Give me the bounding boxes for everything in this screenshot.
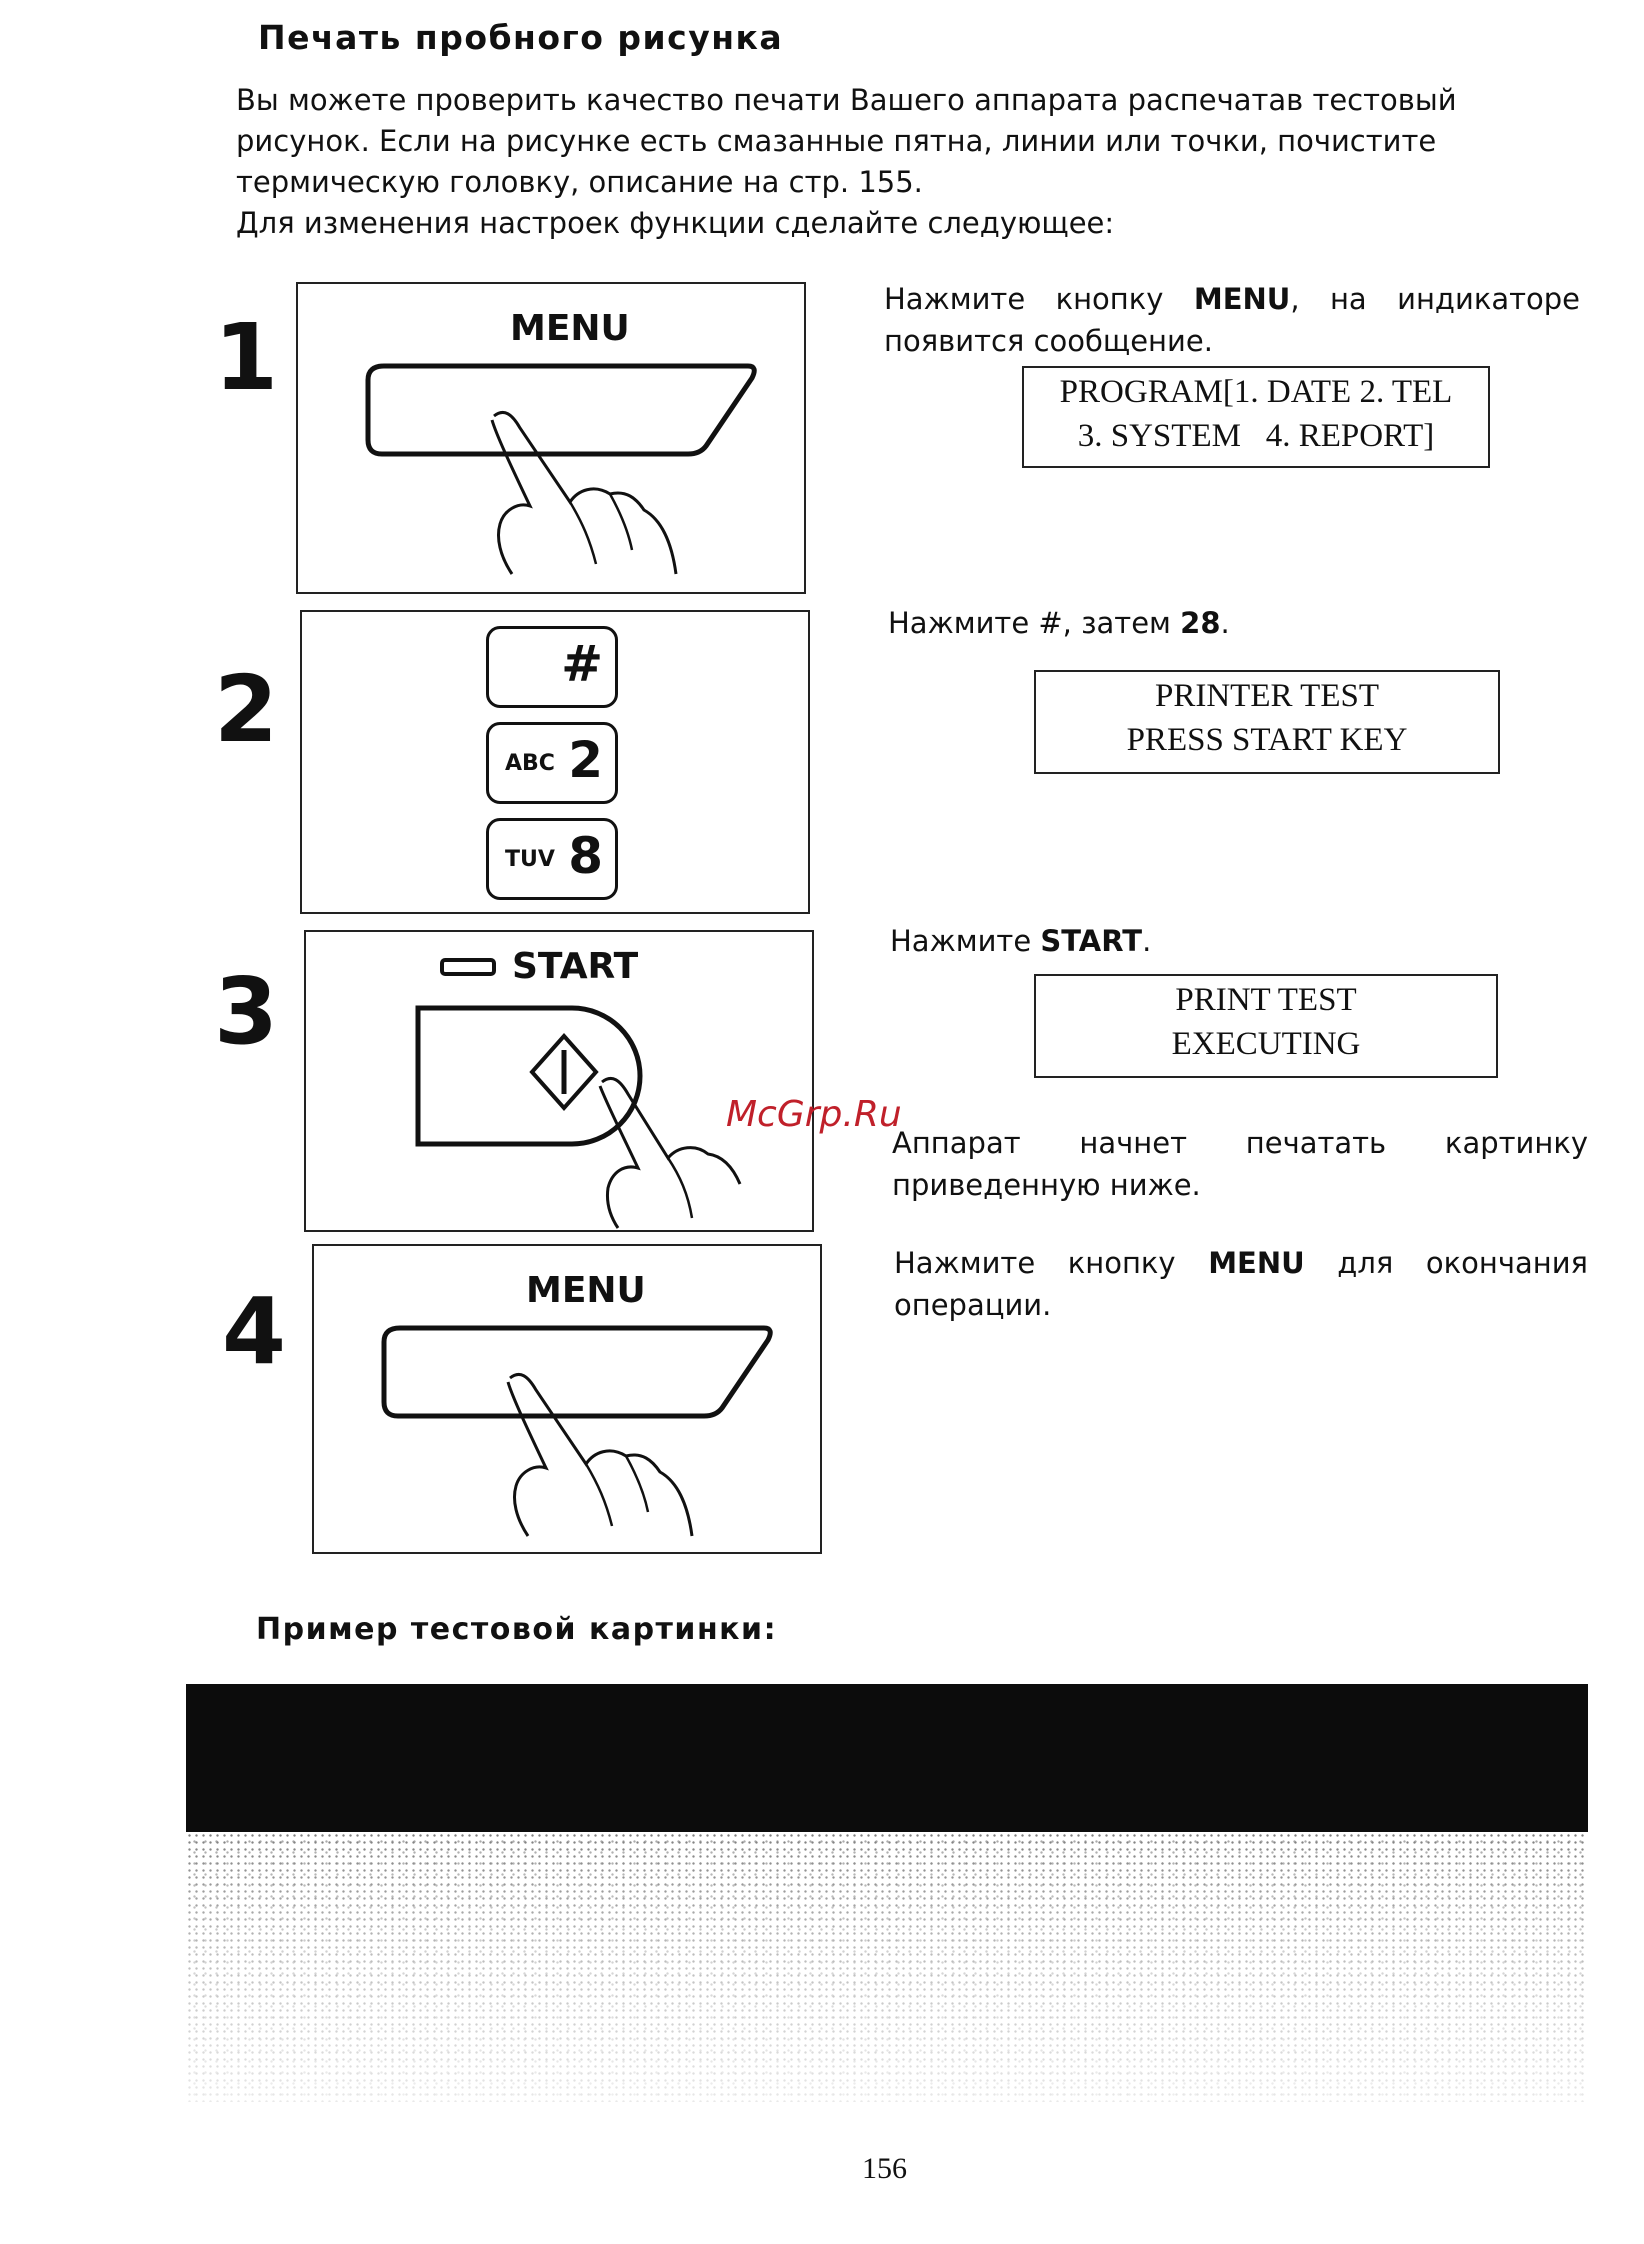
step-number-2: 2 (214, 656, 279, 763)
page-title: Печать пробного рисунка (258, 18, 784, 57)
key-digit: # (561, 635, 603, 693)
step-4-line-1: Нажмите кнопку MENU для окончания (894, 1242, 1588, 1284)
intro-line: Вы можете проверить качество печати Ваше… (236, 83, 1457, 117)
lcd-display-step-3: PRINT TEST EXECUTING (1034, 974, 1498, 1078)
lcd-line: PROGRAM[1. DATE 2. TEL (1059, 374, 1453, 410)
key-digit: 2 (568, 731, 603, 789)
lcd-line: PRINT TEST (1175, 982, 1357, 1018)
note-line-1: Аппарат начнет печатать картинку (892, 1126, 1588, 1160)
lcd-display-step-2: PRINTER TEST PRESS START KEY (1034, 670, 1500, 774)
key-8: TUV 8 (486, 818, 618, 900)
intro-line: рисунок. Если на рисунке есть смазанные … (236, 124, 1437, 158)
step-1-illustration: MENU (296, 282, 806, 594)
test-print-dither-fade (186, 1832, 1588, 2102)
watermark: McGrp.Ru (726, 1094, 902, 1135)
instruction-text: Нажмите кнопку (894, 1246, 1209, 1280)
step-4-illustration: MENU (312, 1244, 822, 1554)
example-title: Пример тестовой картинки: (256, 1612, 778, 1647)
instruction-text: , на индикаторе (1290, 282, 1580, 316)
hash-key: # (486, 626, 618, 708)
instruction-text: для окончания (1304, 1246, 1588, 1280)
step-number-1: 1 (214, 304, 279, 411)
step-1-instruction: Нажмите кнопку MENU, на индикаторе появи… (884, 278, 1580, 362)
menu-button-press-icon (381, 1325, 773, 1537)
key-letters: TUV (505, 847, 555, 872)
lcd-line: PRINTER TEST (1155, 678, 1379, 714)
lcd-line: PRESS START KEY (1126, 722, 1408, 758)
menu-button-label: MENU (526, 1270, 646, 1311)
lcd-display-step-1: PROGRAM[1. DATE 2. TEL 3. SYSTEM 4. REPO… (1022, 366, 1490, 468)
intro-text: Вы можете проверить качество печати Ваше… (236, 80, 1476, 244)
step-2-instruction: Нажмите #, затем 28. (888, 602, 1584, 644)
instruction-key: 28 (1180, 606, 1221, 640)
step-number-3: 3 (214, 958, 279, 1065)
start-button-label: START (512, 946, 639, 987)
menu-button-label: MENU (510, 308, 630, 349)
instruction-text: Нажмите #, затем (888, 606, 1181, 640)
step-3-instruction: Нажмите START. (890, 920, 1586, 962)
test-print-black-band (186, 1684, 1588, 1832)
intro-line: термическую головку, описание на стр. 15… (236, 165, 923, 199)
instruction-text: . (1142, 924, 1152, 958)
step-3-illustration: START (304, 930, 814, 1232)
start-button-press-icon (415, 958, 742, 1229)
lcd-line: 3. SYSTEM 4. REPORT] (1077, 418, 1435, 454)
lcd-line: EXECUTING (1171, 1026, 1361, 1062)
step-number-4: 4 (222, 1278, 287, 1385)
instruction-text: Нажмите (890, 924, 1041, 958)
key-2: ABC 2 (486, 722, 618, 804)
menu-button-press-icon (365, 363, 757, 575)
step-4-instruction: Нажмите кнопку MENU для окончания операц… (894, 1242, 1588, 1326)
key-digit: 8 (568, 827, 603, 885)
page-number: 156 (862, 2152, 907, 2185)
step-1-line-2: появится сообщение. (884, 324, 1213, 358)
step-4-line-2: операции. (894, 1288, 1052, 1322)
instruction-text: . (1220, 606, 1230, 640)
intro-line: Для изменения настроек функции сделайте … (236, 206, 1115, 240)
instruction-key: MENU (1193, 282, 1291, 316)
step-3-note: Аппарат начнет печатать картинку приведе… (892, 1122, 1588, 1206)
key-letters: ABC (505, 751, 555, 776)
instruction-key: MENU (1208, 1246, 1305, 1280)
step-1-line-1: Нажмите кнопку MENU, на индикаторе (884, 278, 1580, 320)
instruction-key: START (1040, 924, 1143, 958)
note-line-2: приведенную ниже. (892, 1168, 1201, 1202)
step-2-illustration: # ABC 2 TUV 8 (300, 610, 810, 914)
instruction-text: Нажмите кнопку (884, 282, 1194, 316)
